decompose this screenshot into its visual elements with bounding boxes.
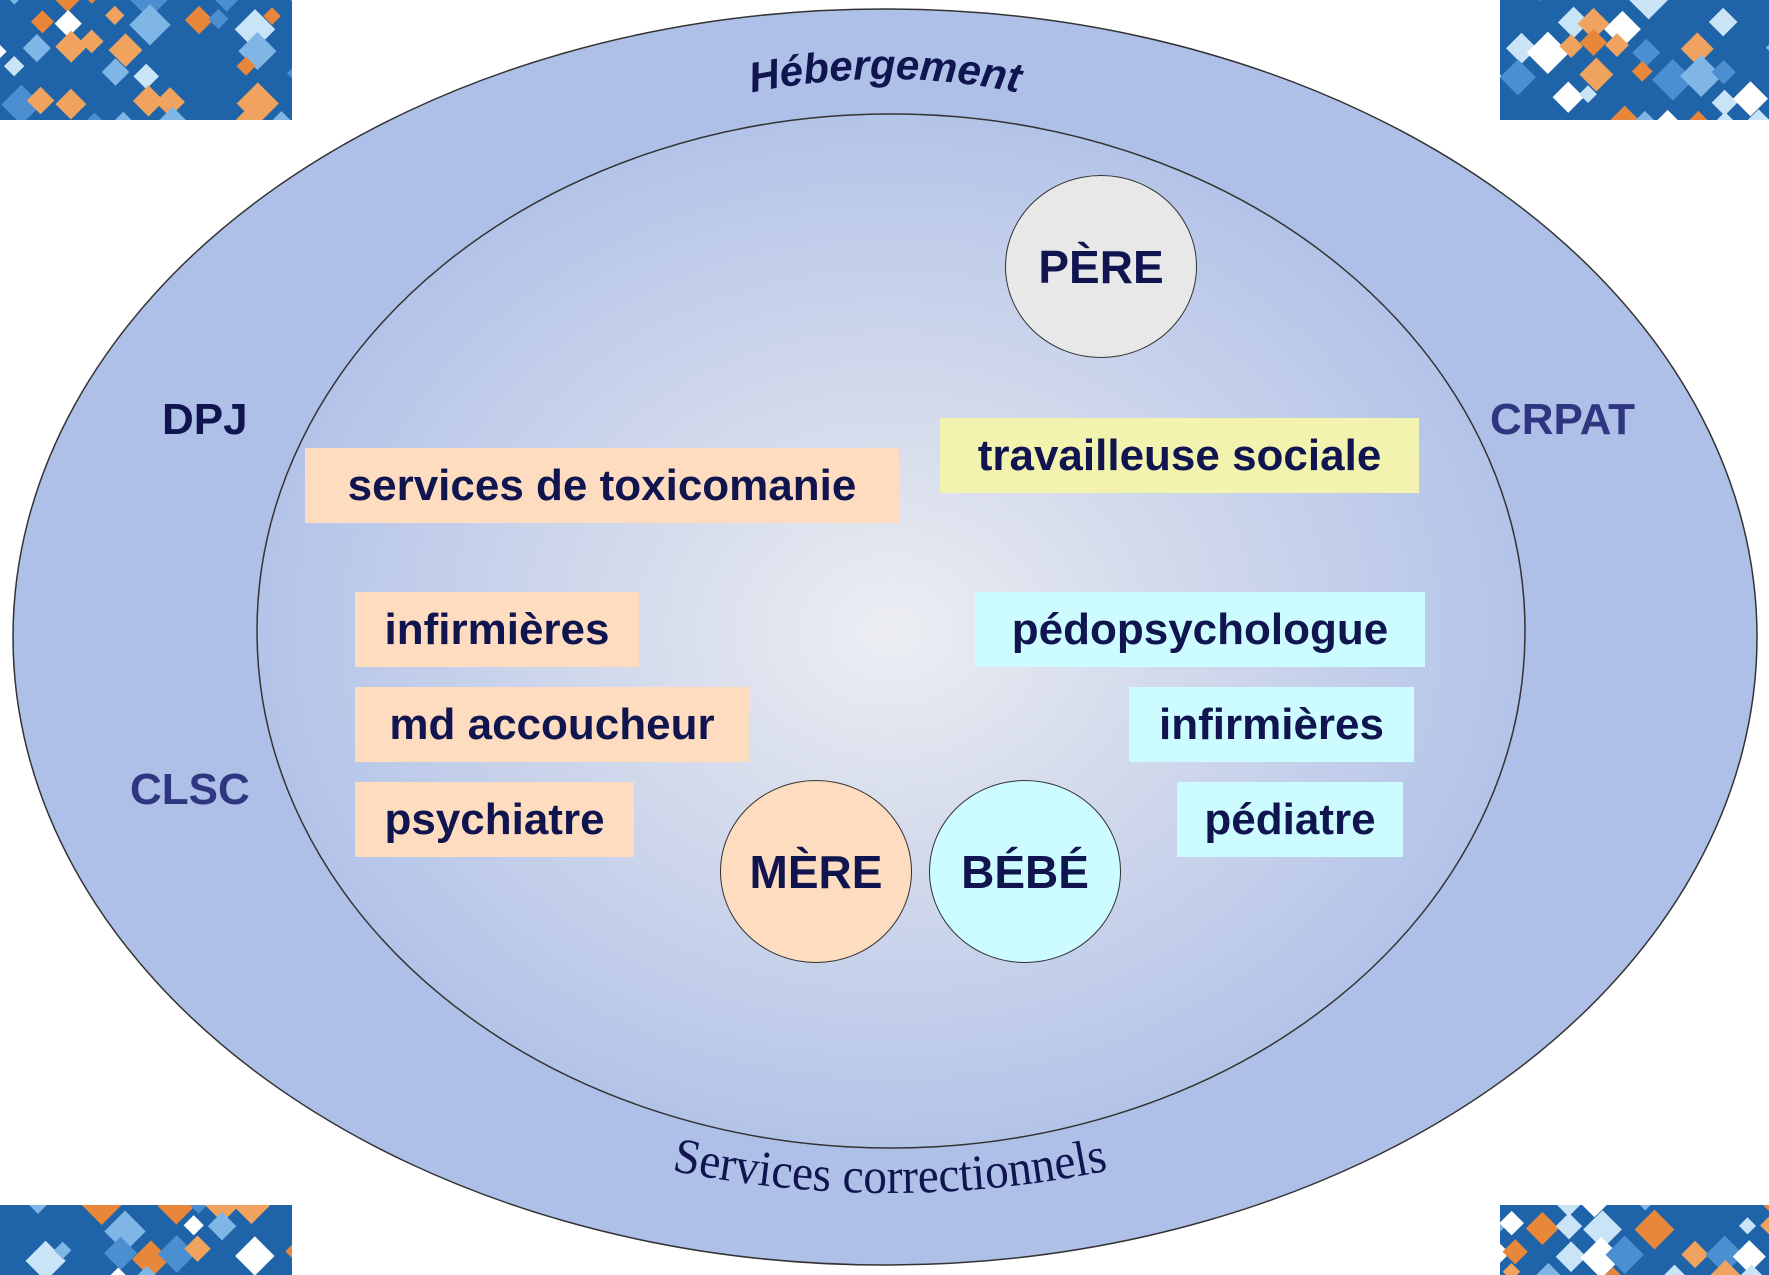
ring-label-crpat: CRPAT — [1490, 395, 1636, 444]
ring-label-dpj: DPJ — [162, 395, 248, 444]
father-circle: PÈRE — [1005, 175, 1197, 358]
father-label: PÈRE — [1038, 240, 1164, 293]
service-box-infirmieres-mother: infirmières — [355, 592, 639, 667]
service-box-toxicomanie: services de toxicomanie — [305, 448, 899, 523]
inner-ring — [256, 113, 1526, 1149]
tile-pattern-top-left — [0, 0, 292, 120]
ring-label-clsc: CLSC — [130, 765, 250, 814]
mother-label: MÈRE — [749, 845, 883, 898]
service-box-pedopsychologue: pédopsychologue — [975, 592, 1425, 667]
service-box-md-accoucheur: md accoucheur — [355, 687, 749, 762]
baby-circle: BÉBÉ — [929, 780, 1121, 963]
service-box-infirmieres-baby: infirmières — [1129, 687, 1414, 762]
baby-label: BÉBÉ — [961, 845, 1089, 898]
tile-pattern-bottom-left — [0, 1205, 292, 1275]
service-box-pediatre: pédiatre — [1177, 782, 1403, 857]
tile-pattern-top-right — [1500, 0, 1769, 120]
service-box-psychiatre: psychiatre — [355, 782, 634, 857]
tile-pattern-bottom-right — [1500, 1205, 1769, 1275]
service-box-travailleuse-sociale: travailleuse sociale — [940, 418, 1419, 493]
mother-circle: MÈRE — [720, 780, 912, 963]
